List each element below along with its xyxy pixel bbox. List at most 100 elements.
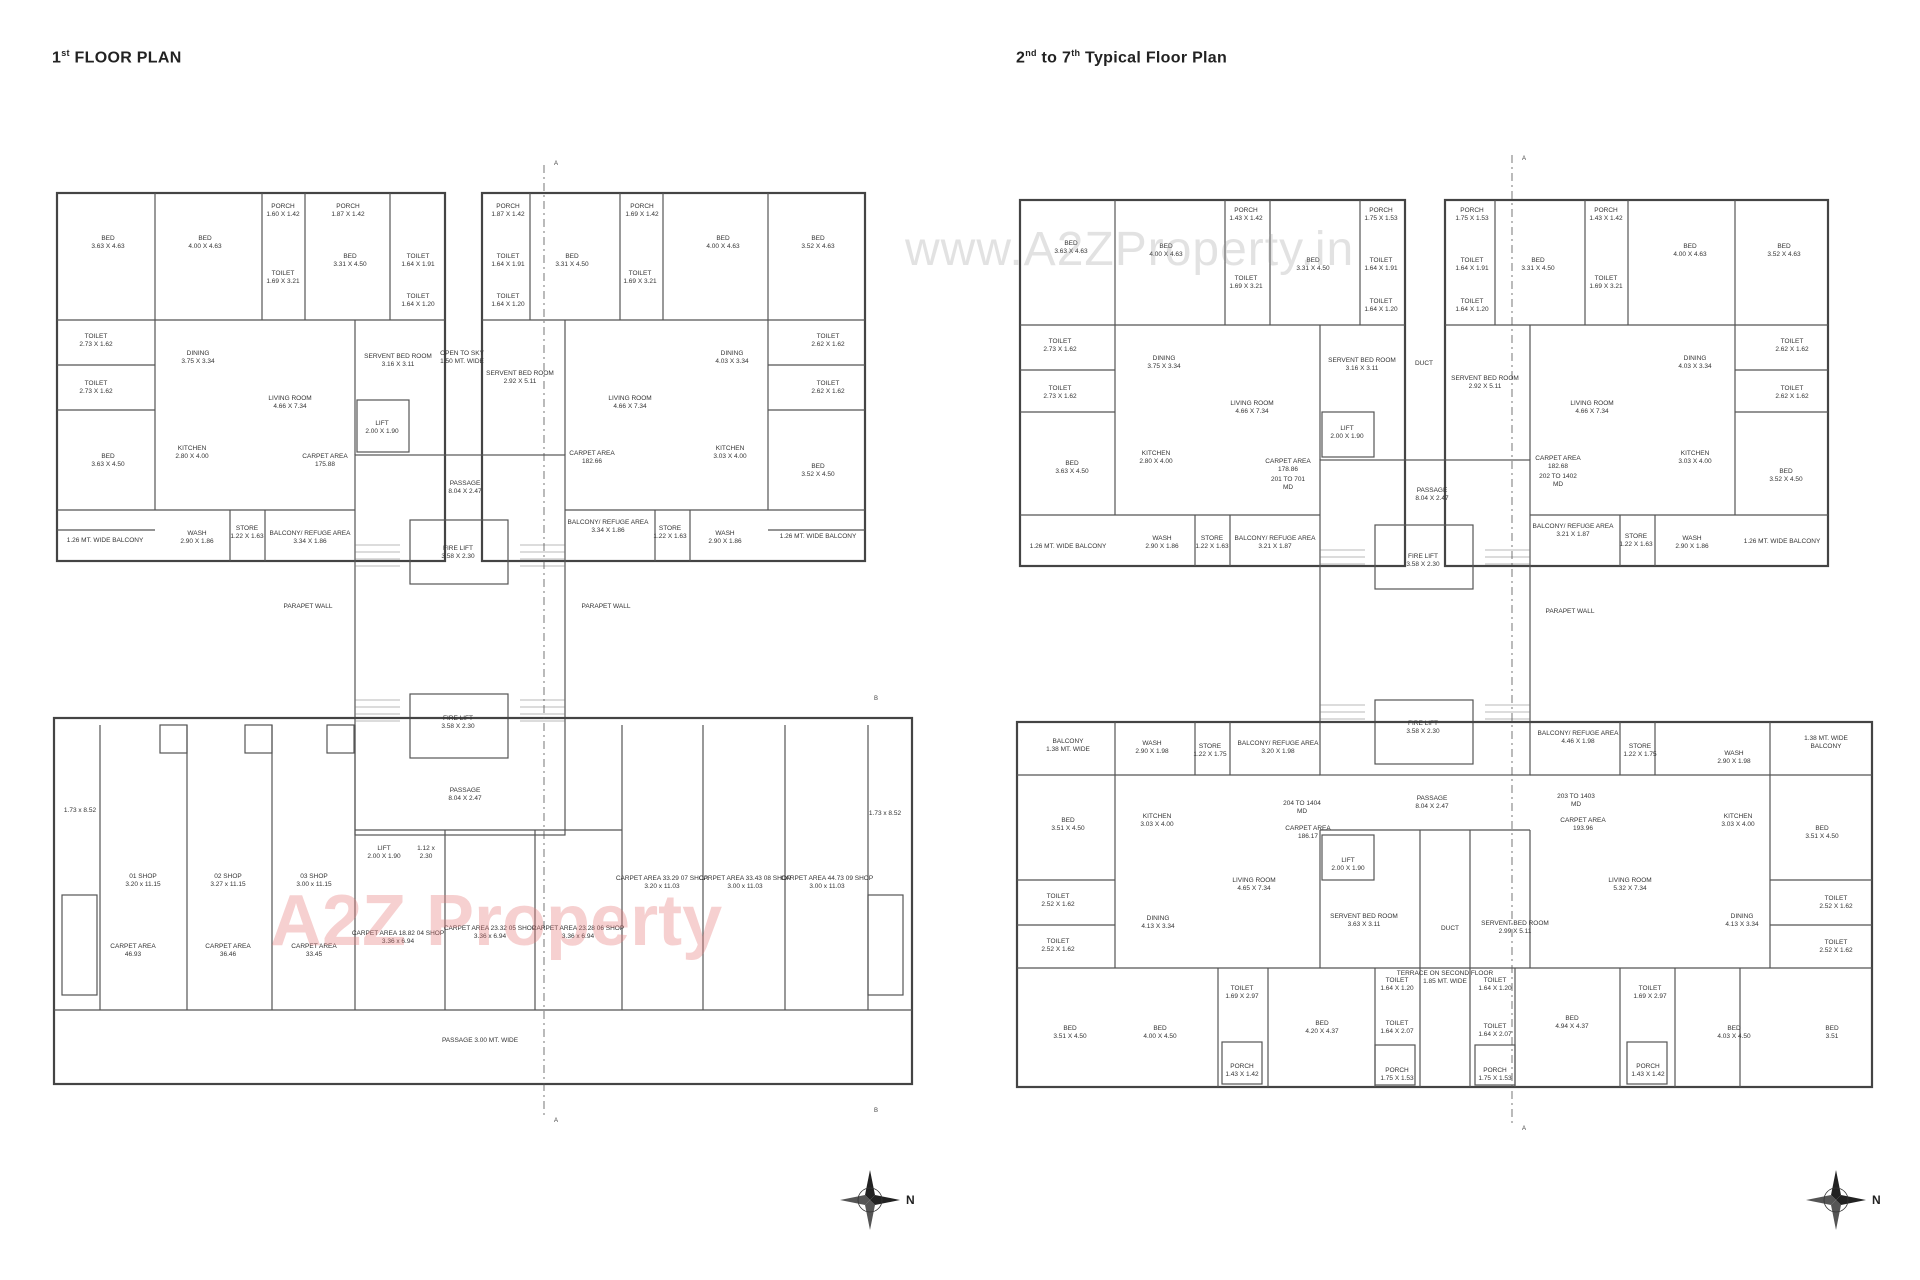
floor1-upper-walls	[55, 191, 867, 563]
floor2-lower-walls	[1015, 720, 1874, 1089]
floor1-label-balc-wide-r: 1.26 MT. WIDE BALCONY	[780, 533, 857, 540]
section-marker-a2: A	[554, 1118, 558, 1124]
compass-label-2: N	[1872, 1193, 1881, 1207]
section-marker-a4: A	[1522, 1126, 1526, 1132]
section-marker-a3: A	[1522, 156, 1526, 162]
floor2-label-duct1: DUCT	[1415, 360, 1433, 367]
floor2-upper-walls	[1018, 198, 1830, 568]
floor1-shops-walls	[52, 716, 914, 1086]
floor2-label-duct2: DUCT	[1441, 925, 1459, 932]
floor1-core	[354, 454, 566, 836]
compass-icon	[1806, 1170, 1866, 1230]
floor2-label-balc-wide-l: 1.26 MT. WIDE BALCONY	[1030, 543, 1107, 550]
floor1-label-parapet-r: PARAPET WALL	[581, 603, 630, 610]
section-marker-b1: B	[874, 696, 878, 702]
